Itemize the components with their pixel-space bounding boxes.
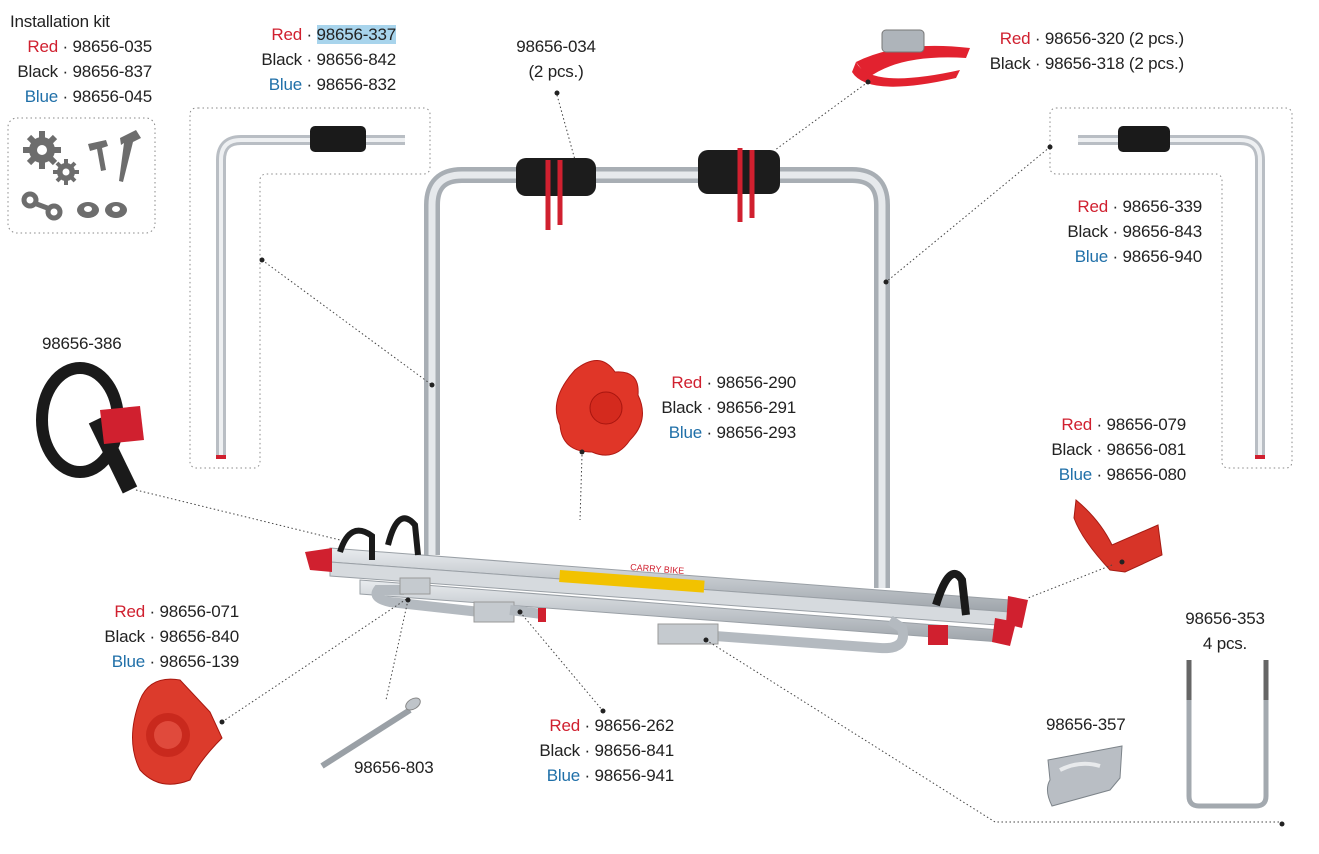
end-cap-part xyxy=(1073,499,1163,573)
color-label: Blue xyxy=(1074,247,1108,266)
part-number: 98656-843 xyxy=(1122,222,1203,241)
color-label: Black xyxy=(539,741,580,760)
color-label: Blue xyxy=(24,87,58,106)
color-label: Black xyxy=(261,50,302,69)
part-number: 98656-045 xyxy=(72,87,153,106)
knob-blue: Blue · 98656-293 xyxy=(668,423,797,442)
ratchet-knob-blue: Blue · 98656-139 xyxy=(111,652,240,671)
color-label: Red xyxy=(549,716,580,735)
installation-kit-title: Installation kit xyxy=(10,12,110,31)
chain-link-icon xyxy=(21,191,63,221)
u-bolt-qty: 4 pcs. xyxy=(1202,634,1248,653)
foam-pads-code: 98656-034 xyxy=(516,37,596,56)
bolt-part xyxy=(320,697,421,769)
color-label: Black xyxy=(989,54,1031,73)
installation-kit-red: Red · 98656-035 xyxy=(27,37,153,56)
part-number: 98656-832 xyxy=(316,75,397,94)
part-number: 98656-071 xyxy=(159,602,240,621)
right-bar-black: Black · 98656-843 xyxy=(1067,222,1203,241)
u-bolt-code: 98656-353 xyxy=(1185,609,1265,628)
color-label: Blue xyxy=(1058,465,1092,484)
rail-cap-blue: Blue · 98656-941 xyxy=(546,766,675,785)
gear-icon xyxy=(23,131,79,185)
rack-brand-label: CARRY BIKE xyxy=(630,562,685,576)
screw-icon xyxy=(88,130,141,182)
ratchet-knob-black: Black · 98656-840 xyxy=(104,627,240,646)
part-number: 98656-262 xyxy=(594,716,675,735)
color-label: Red xyxy=(1077,197,1108,216)
bolt-code: 98656-803 xyxy=(354,758,434,777)
right-bar-box xyxy=(1049,107,1293,469)
part-number: 98656-035 xyxy=(72,37,153,56)
part-number: 98656-337 xyxy=(316,25,396,44)
color-label: Blue xyxy=(546,766,580,785)
knob-black: Black · 98656-291 xyxy=(661,398,797,417)
color-label: Red xyxy=(114,602,145,621)
nut-icon xyxy=(77,202,127,218)
installation-kit-black: Black · 98656-837 xyxy=(17,62,153,81)
part-number: 98656-139 xyxy=(159,652,240,671)
right-bar-part xyxy=(1078,126,1265,459)
rail-cap-red: Red · 98656-262 xyxy=(549,716,675,735)
part-number: 98656-080 xyxy=(1106,465,1187,484)
end-cap-red: Red · 98656-079 xyxy=(1061,415,1187,434)
top-strap-red: Red · 98656-320 (2 pcs.) xyxy=(999,29,1184,48)
ratchet-knob-red: Red · 98656-071 xyxy=(114,602,240,621)
part-number: 98656-320 (2 pcs.) xyxy=(1044,29,1184,48)
part-number: 98656-841 xyxy=(594,741,675,760)
color-label: Red xyxy=(271,25,302,44)
color-label: Red xyxy=(1061,415,1092,434)
end-cap-black: Black · 98656-081 xyxy=(1051,440,1187,459)
part-number: 98656-940 xyxy=(1122,247,1203,266)
color-label: Red xyxy=(671,373,702,392)
color-label: Black xyxy=(104,627,145,646)
part-number: 98656-081 xyxy=(1106,440,1187,459)
color-label: Blue xyxy=(111,652,145,671)
installation-kit-blue: Blue · 98656-045 xyxy=(24,87,153,106)
part-number: 98656-293 xyxy=(716,423,797,442)
leader-dots xyxy=(219,79,1285,827)
part-number: 98656-837 xyxy=(72,62,153,81)
part-number: 98656-840 xyxy=(159,627,240,646)
color-label: Blue xyxy=(268,75,302,94)
color-label: Red xyxy=(999,29,1031,48)
color-label: Black xyxy=(17,62,58,81)
top-strap-part xyxy=(852,29,970,87)
knob-part xyxy=(555,360,643,456)
leader-lines xyxy=(135,81,1282,823)
wheel-strap-code: 98656-386 xyxy=(42,334,122,353)
part-number: 98656-290 xyxy=(716,373,797,392)
rack-frame: CARRY BIKE xyxy=(305,148,1028,654)
part-number: 98656-339 xyxy=(1122,197,1203,216)
right-bar-blue: Blue · 98656-940 xyxy=(1074,247,1203,266)
bracket-code: 98656-357 xyxy=(1046,715,1126,734)
installation-kit-box xyxy=(7,117,156,234)
left-bar-blue: Blue · 98656-832 xyxy=(268,75,397,94)
color-label: Black xyxy=(1051,440,1092,459)
rail-cap-black: Black · 98656-841 xyxy=(539,741,675,760)
left-bar-black: Black · 98656-842 xyxy=(261,50,397,69)
top-strap-black: Black · 98656-318 (2 pcs.) xyxy=(989,54,1184,73)
ratchet-knob-part xyxy=(132,678,223,785)
u-bolt-part xyxy=(1186,660,1269,809)
part-number: 98656-941 xyxy=(594,766,675,785)
part-number: 98656-079 xyxy=(1106,415,1187,434)
color-label: Black xyxy=(661,398,702,417)
knob-red: Red · 98656-290 xyxy=(671,373,797,392)
left-bar-red: Red · 98656-337 xyxy=(271,25,396,44)
part-number: 98656-318 (2 pcs.) xyxy=(1044,54,1184,73)
color-label: Blue xyxy=(668,423,702,442)
color-label: Black xyxy=(1067,222,1108,241)
left-bar-part xyxy=(216,126,405,459)
foam-pads-qty: (2 pcs.) xyxy=(528,62,584,81)
color-label: Red xyxy=(27,37,58,56)
bracket-part xyxy=(1046,745,1123,807)
end-cap-blue: Blue · 98656-080 xyxy=(1058,465,1187,484)
left-bar-box xyxy=(189,107,431,469)
part-number: 98656-842 xyxy=(316,50,397,69)
right-bar-red: Red · 98656-339 xyxy=(1077,197,1203,216)
part-number: 98656-291 xyxy=(716,398,797,417)
wheel-strap-part xyxy=(36,362,144,494)
